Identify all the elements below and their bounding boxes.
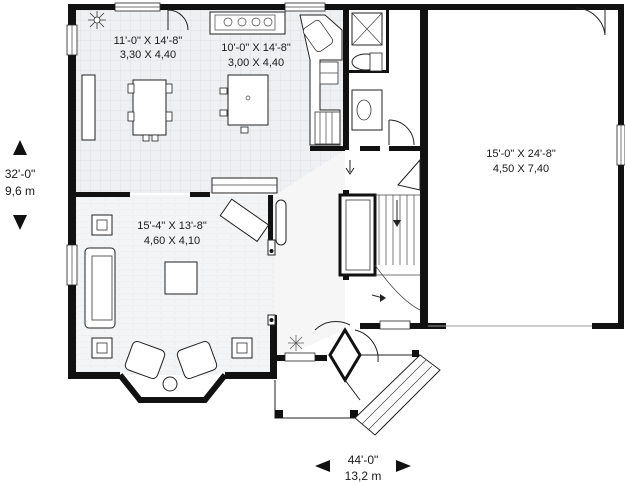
hall-floor: [275, 150, 345, 360]
windows: [66, 2, 625, 362]
living-room-dimensions-metric: 4,60 X 4,10: [144, 235, 200, 247]
depth-imperial: 32'-0": [5, 167, 36, 181]
arrow-right-icon: [396, 460, 411, 472]
garage-door-swing: [574, 7, 606, 36]
width-dimension: 44'-0" 13,2 m: [315, 453, 411, 483]
tile-floor: [75, 8, 345, 193]
entry-foyer: [288, 321, 420, 401]
door-swing: [167, 9, 189, 31]
kitchen-island: [219, 74, 269, 134]
dining-buffet: [81, 74, 96, 141]
living-furniture: [84, 177, 287, 392]
bay-window: [117, 371, 228, 403]
staircase: [338, 160, 421, 311]
width-imperial: 44'-0": [348, 453, 379, 467]
arrow-up-icon: [13, 140, 27, 155]
kitchen-dimensions-metric: 3,00 X 4,40: [228, 57, 284, 69]
chandelier-icon: [88, 11, 106, 29]
dining-room-dimensions-metric: 3,30 X 4,40: [120, 49, 176, 61]
kitchen-dimensions-imperial: 10'-0" X 14'-8": [221, 42, 291, 54]
depth-metric: 9,6 m: [5, 184, 35, 198]
arrow-down-icon: [13, 215, 27, 230]
bathroom: [351, 12, 415, 146]
depth-dimension: 32'-0" 9,6 m: [5, 140, 36, 230]
living-room-dimensions-imperial: 15'-4" X 13'-8": [137, 220, 207, 232]
dining-room-dimensions-imperial: 11'-0" X 14'-8": [114, 35, 183, 47]
garage-dimensions-metric: 4,50 X 7,40: [493, 163, 549, 175]
kitchen-counters: [209, 11, 343, 146]
width-metric: 13,2 m: [345, 469, 382, 483]
hall-garage-door: [397, 158, 421, 191]
dining-table: [127, 79, 173, 142]
garage-dimensions-imperial: 15'-0" X 24'-8": [486, 148, 556, 160]
arrow-left-icon: [315, 460, 330, 472]
front-porch: [274, 350, 441, 436]
